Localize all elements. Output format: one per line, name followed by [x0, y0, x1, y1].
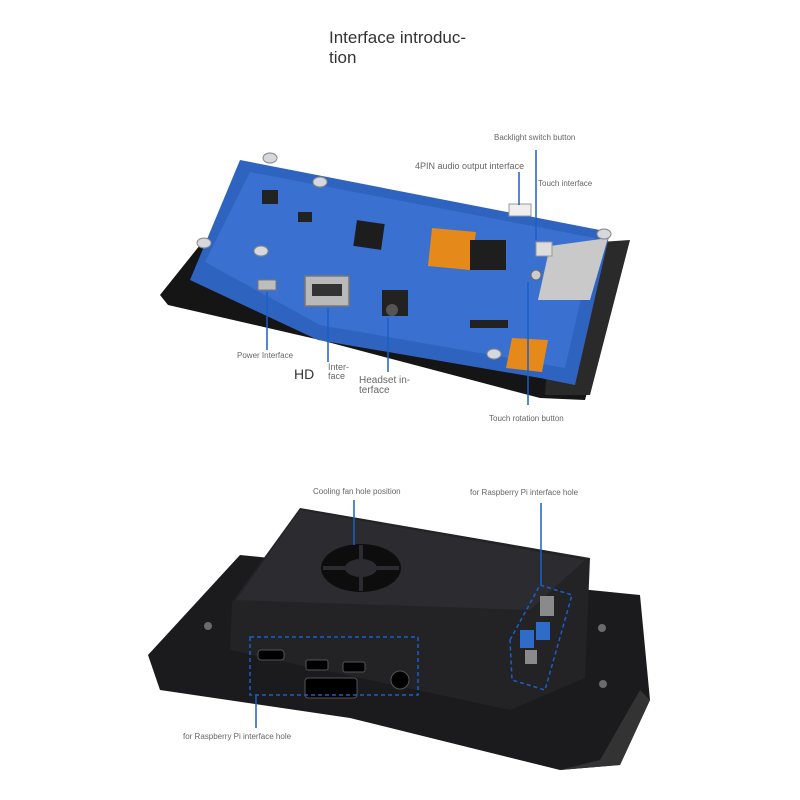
flex-connector-top [428, 228, 476, 270]
enclosure [148, 500, 650, 770]
main-chip [353, 220, 385, 250]
screen-tray-edge [560, 690, 650, 770]
micro-usb-port [257, 279, 277, 291]
rpi-port-highlight-side [509, 584, 573, 691]
page-title: Interface introduc- tion [329, 28, 479, 68]
backlight-switch [535, 241, 553, 257]
flex-connector-bottom [506, 338, 548, 372]
chip-2 [298, 212, 312, 222]
label-hd-interface: Inter- face [328, 362, 350, 381]
label-audio-4pin: 4PIN audio output interface [415, 161, 525, 171]
board-callout-lines [266, 150, 537, 405]
label-rpi-hole-top: for Raspberry Pi interface hole [470, 488, 579, 497]
standoffs [196, 152, 612, 360]
headset-jack-hole [386, 304, 398, 316]
audio-port [390, 670, 410, 690]
label-touch-interface: Touch interface [538, 179, 593, 188]
hdmi-port-slot [312, 284, 342, 296]
wireless-module [538, 238, 608, 300]
label-backlight-switch: Backlight switch button [494, 133, 576, 142]
label-hd: HD [294, 366, 315, 382]
cooling-fan-hole [321, 544, 401, 592]
chip-5 [470, 240, 506, 270]
usb-c-port [257, 649, 285, 661]
label-touch-rotation: Touch rotation button [489, 414, 564, 423]
chip-3 [470, 320, 508, 328]
tray-screws [204, 622, 607, 688]
case-top [236, 510, 585, 610]
page-title-text: Interface introduc- tion [329, 28, 467, 67]
hdmi-port-case [304, 677, 358, 699]
micro-hdmi-port-1 [305, 659, 329, 671]
label-cooling-fan: Cooling fan hole position [313, 487, 401, 496]
touch-rotation-button [530, 269, 542, 281]
micro-hdmi-port-2 [342, 661, 366, 673]
case-callout-lines [255, 500, 542, 728]
display-board [160, 150, 630, 405]
label-power-interface: Power Interface [237, 351, 294, 360]
audio-4pin-connector [508, 203, 532, 217]
label-rpi-hole-bottom: for Raspberry Pi interface hole [183, 732, 292, 741]
label-headset-interface: Headset in- terface [359, 375, 411, 396]
chip-4 [262, 190, 278, 204]
side-usb-ports [520, 596, 554, 664]
rpi-port-highlight-front [249, 636, 419, 696]
